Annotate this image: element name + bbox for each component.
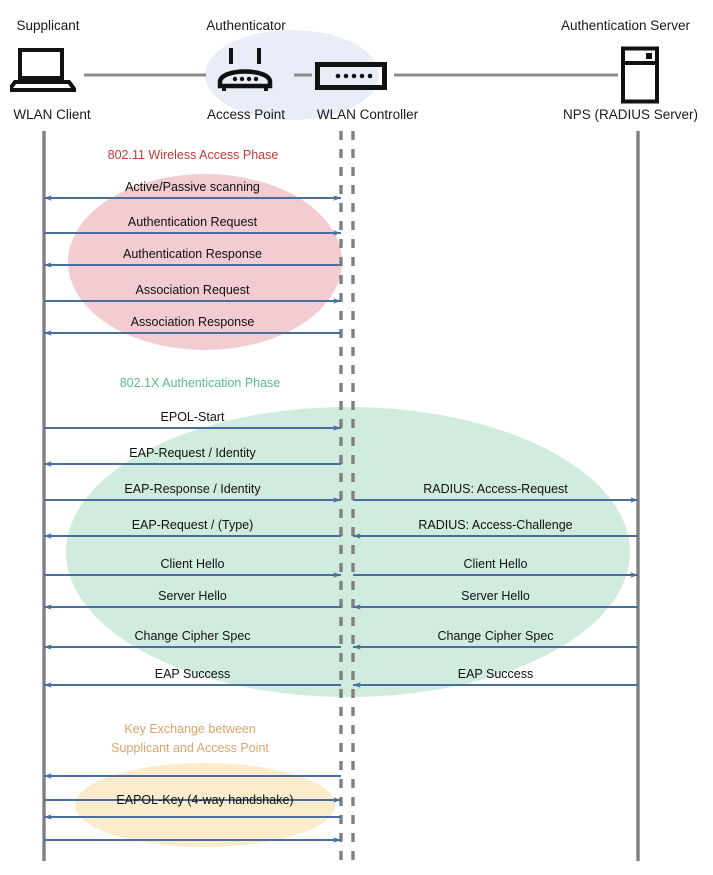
actor-device-wlan-client: WLAN Client <box>13 107 91 122</box>
phase-label-keyexchange-line1: Key Exchange between <box>124 722 256 736</box>
phase-label-keyexchange-line2: Supplicant and Access Point <box>111 741 269 755</box>
message-label-authentication-request: Authentication Request <box>127 215 258 229</box>
wireless-router-icon <box>214 46 276 99</box>
phase-ellipse-wifi <box>68 174 342 350</box>
actor-role-authenticator: Authenticator <box>206 18 286 33</box>
actor-role-authentication-server: Authentication Server <box>560 18 691 33</box>
message-label-eap-request-type: EAP-Request / (Type) <box>131 518 254 532</box>
message-label-association-request: Association Request <box>135 283 250 297</box>
authenticator-halo <box>205 30 379 120</box>
message-label-client-hello: Client Hello <box>160 557 225 571</box>
message-label-active-passive-scanning: Active/Passive scanning <box>125 180 260 194</box>
message-label-eap-response-identity: EAP-Response / Identity <box>124 482 261 496</box>
laptop-icon <box>5 48 79 97</box>
message-arrow-group <box>43 195 639 843</box>
message-label-radius-radius-access-request: RADIUS: Access-Request <box>423 482 568 496</box>
message-label-radius-change-cipher-spec: Change Cipher Spec <box>437 629 554 643</box>
message-label-eap-success: EAP Success <box>154 667 231 681</box>
message-label-eap-request-identity: EAP-Request / Identity <box>129 446 256 460</box>
actor-device-nps: NPS (RADIUS Server) <box>562 107 699 122</box>
phase-ellipse-keyexchange <box>75 763 335 847</box>
message-label-change-cipher-spec: Change Cipher Spec <box>134 629 251 643</box>
message-label-radius-client-hello: Client Hello <box>463 557 528 571</box>
phase-ellipse-dot1x <box>66 407 630 697</box>
message-label-eapol-key: EAPOL-Key (4-way handshake) <box>116 793 294 807</box>
actor-role-supplicant: Supplicant <box>16 18 80 33</box>
phase-label-dot1x: 802.1X Authentication Phase <box>119 376 281 390</box>
actor-device-access-point: Access Point <box>206 107 286 122</box>
message-label-epol-start: EPOL-Start <box>160 410 225 424</box>
phase-label-wifi: 802.11 Wireless Access Phase <box>107 148 279 162</box>
message-label-authentication-response: Authentication Response <box>123 247 262 261</box>
actor-device-wlan-controller: WLAN Controller <box>316 107 419 122</box>
server-rack-icon <box>620 46 660 109</box>
message-label-association-response: Association Response <box>130 315 255 329</box>
message-label-server-hello: Server Hello <box>158 589 227 603</box>
message-label-radius-radius-access-challenge: RADIUS: Access-Challenge <box>418 518 573 532</box>
wlan-controller-icon <box>315 62 387 95</box>
message-label-radius-server-hello: Server Hello <box>461 589 530 603</box>
message-label-radius-eap-success: EAP Success <box>457 667 534 681</box>
